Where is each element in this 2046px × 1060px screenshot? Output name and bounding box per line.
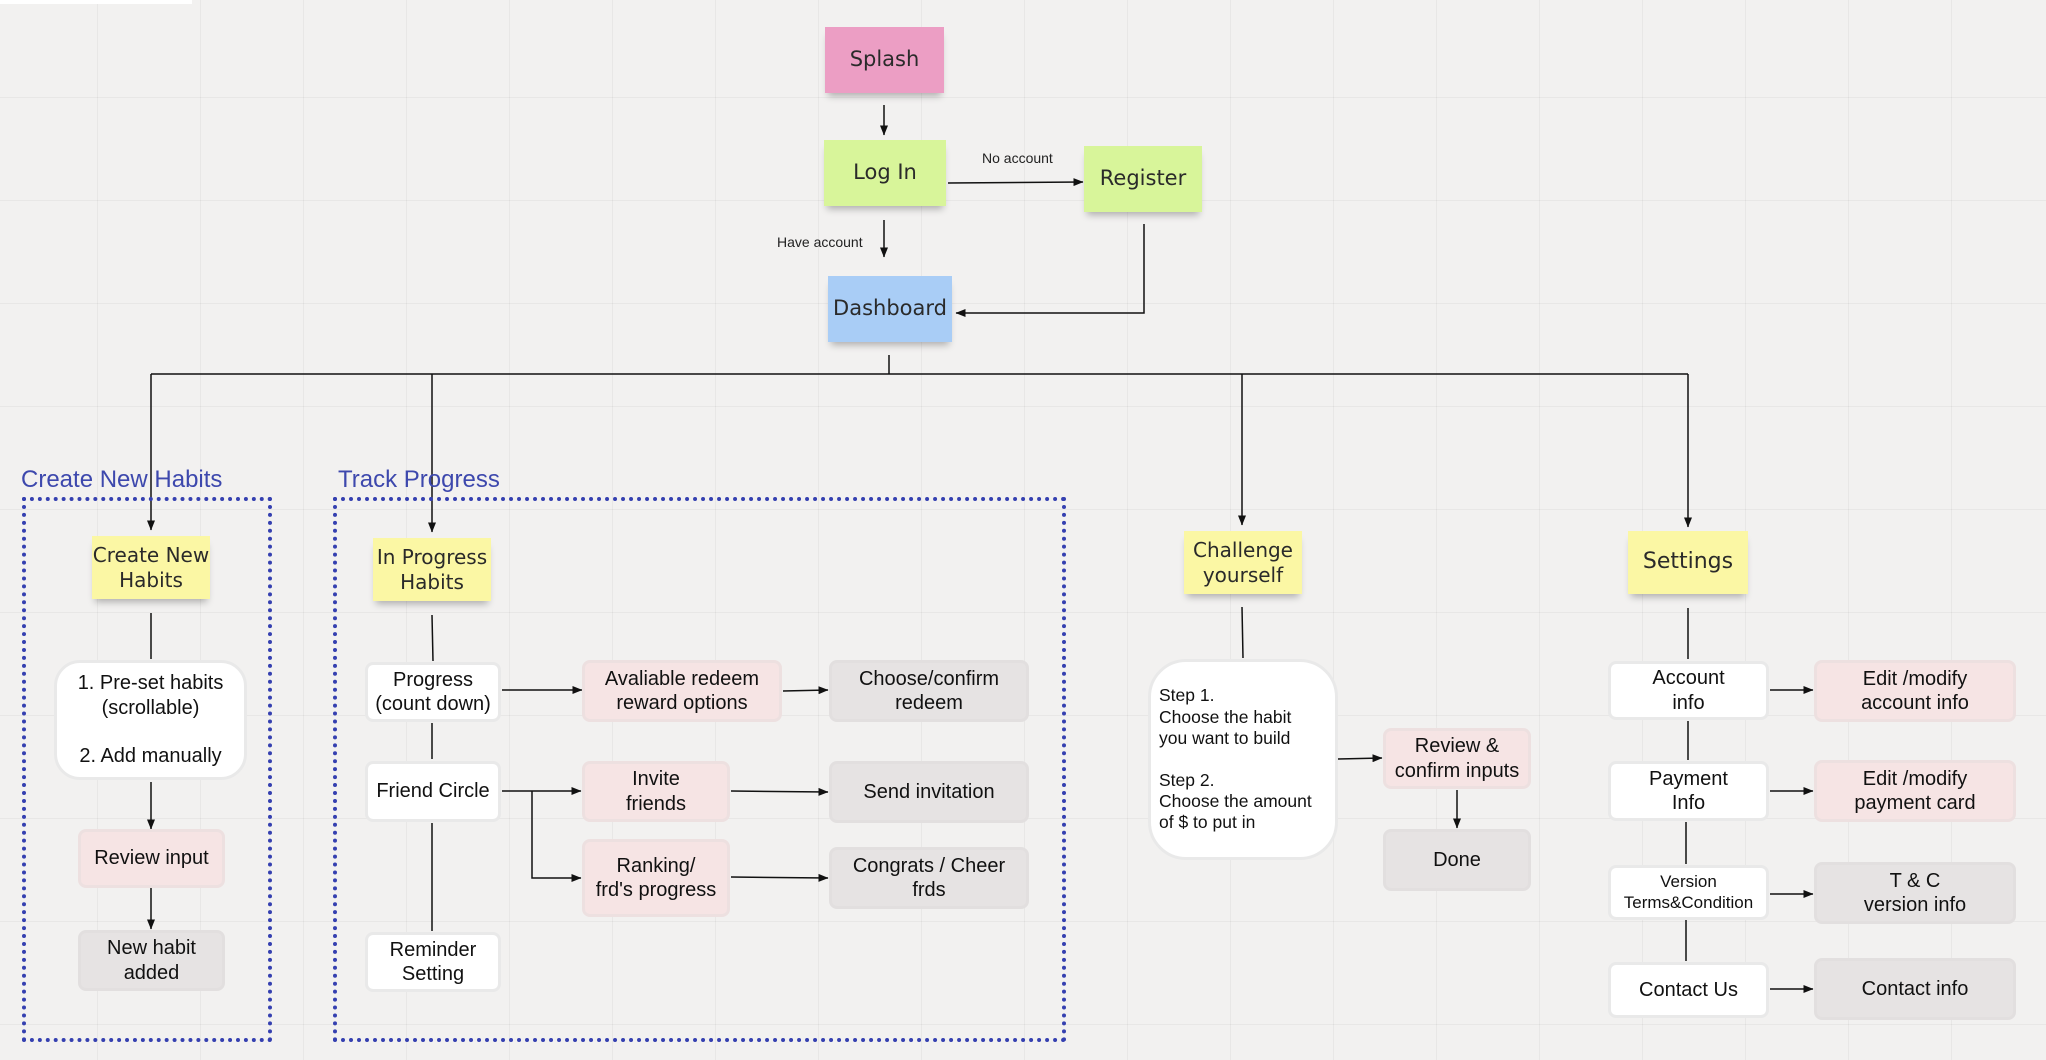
node-contact-us[interactable]: Contact Us bbox=[1608, 962, 1769, 1018]
node-create-new-habits[interactable]: Create New Habits bbox=[92, 536, 210, 599]
node-settings[interactable]: Settings bbox=[1628, 531, 1748, 594]
node-done[interactable]: Done bbox=[1383, 829, 1531, 891]
group-title-create-new-habits: Create New Habits bbox=[21, 466, 223, 493]
node-account-info[interactable]: Account info bbox=[1608, 661, 1769, 720]
node-new-habit-added[interactable]: New habit added bbox=[78, 930, 225, 991]
node-version-terms[interactable]: Version Terms&Condition bbox=[1608, 865, 1769, 920]
node-contact-info[interactable]: Contact info bbox=[1814, 958, 2016, 1020]
edge-label-have-account: Have account bbox=[777, 234, 863, 250]
edge-label-no-account: No account bbox=[982, 150, 1053, 166]
canvas-toolbar-edge bbox=[0, 0, 192, 4]
group-frame-create-new-habits bbox=[22, 497, 272, 1042]
edge-invite-send bbox=[730, 787, 829, 796]
node-dashboard[interactable]: Dashboard bbox=[828, 276, 952, 342]
node-tc-version-info[interactable]: T & C version info bbox=[1814, 862, 2016, 924]
node-available-redeem[interactable]: Avaliable redeem reward options bbox=[582, 660, 782, 722]
node-ranking[interactable]: Ranking/ frd's progress bbox=[582, 839, 730, 917]
node-edit-payment[interactable]: Edit /modify payment card bbox=[1814, 760, 2016, 822]
node-congrats[interactable]: Congrats / Cheer frds bbox=[829, 847, 1029, 909]
group-title-track-progress: Track Progress bbox=[338, 466, 500, 493]
edge-friend-ranking bbox=[531, 791, 582, 882]
node-reminder-setting[interactable]: Reminder Setting bbox=[365, 932, 501, 992]
node-progress[interactable]: Progress (count down) bbox=[365, 662, 501, 722]
node-challenge-yourself[interactable]: Challenge yourself bbox=[1184, 531, 1302, 594]
node-challenge-steps[interactable]: Step 1. Choose the habit you want to bui… bbox=[1148, 659, 1338, 860]
edge-ranking-congrats bbox=[730, 873, 829, 882]
node-payment-info[interactable]: Payment Info bbox=[1608, 761, 1769, 821]
node-register[interactable]: Register bbox=[1084, 146, 1202, 212]
node-invite-friends[interactable]: Invite friends bbox=[582, 761, 730, 822]
edge-redeem-choose bbox=[782, 686, 829, 695]
node-preset-habits[interactable]: 1. Pre-set habits (scrollable) 2. Add ma… bbox=[54, 660, 247, 780]
edge-login-register bbox=[947, 178, 1084, 187]
node-splash[interactable]: Splash bbox=[825, 27, 944, 93]
edge-register-dashboard bbox=[955, 224, 1145, 317]
edge-inprogress-progress bbox=[431, 614, 434, 662]
node-login[interactable]: Log In bbox=[824, 140, 946, 206]
node-choose-confirm-redeem[interactable]: Choose/confirm redeem bbox=[829, 660, 1029, 722]
node-edit-account[interactable]: Edit /modify account info bbox=[1814, 660, 2016, 722]
node-review-input[interactable]: Review input bbox=[78, 829, 225, 888]
group-frame-track-progress bbox=[333, 497, 1066, 1042]
edge-challenge-steps bbox=[1241, 606, 1244, 659]
node-in-progress-habits[interactable]: In Progress Habits bbox=[373, 538, 491, 601]
node-review-confirm[interactable]: Review & confirm inputs bbox=[1383, 728, 1531, 789]
node-friend-circle[interactable]: Friend Circle bbox=[365, 761, 501, 822]
edge-steps-review bbox=[1337, 754, 1383, 763]
node-send-invitation[interactable]: Send invitation bbox=[829, 761, 1029, 823]
